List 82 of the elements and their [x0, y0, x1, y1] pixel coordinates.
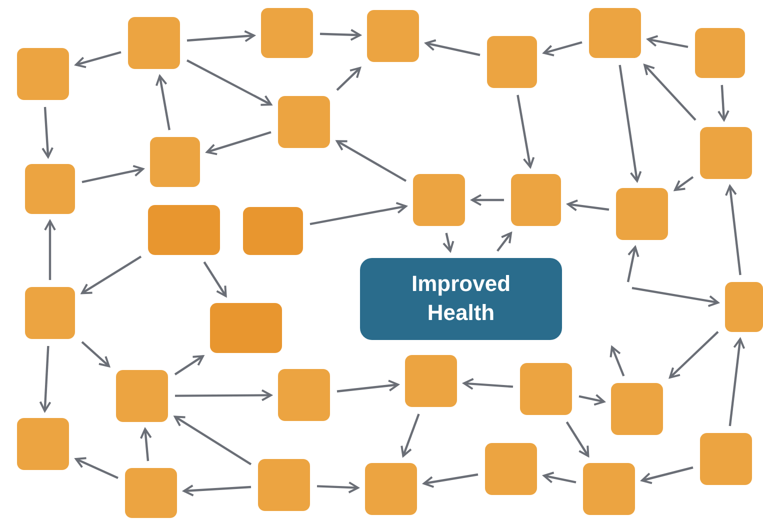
outcome-label: Improved Health	[410, 270, 512, 327]
factor-box	[278, 96, 330, 148]
arrow	[566, 421, 590, 457]
factor-box	[17, 418, 69, 470]
arrow	[310, 202, 407, 226]
arrow	[543, 472, 576, 484]
arrow	[516, 94, 535, 168]
arrow	[175, 389, 272, 402]
factor-box	[258, 459, 310, 511]
arrow	[717, 84, 730, 121]
factor-box	[616, 188, 668, 240]
arrow	[423, 473, 478, 488]
arrow	[81, 341, 110, 368]
factor-box	[261, 8, 313, 58]
arrow	[641, 466, 694, 484]
factor-box	[695, 28, 745, 78]
arrow	[39, 346, 52, 412]
arrow	[632, 286, 719, 308]
factor-box	[25, 164, 75, 214]
arrow	[44, 220, 56, 280]
factor-box	[210, 303, 282, 353]
arrow	[400, 414, 420, 457]
arrow	[669, 331, 719, 378]
outcome-box	[360, 258, 562, 340]
factor-box	[413, 174, 465, 226]
factor-box	[150, 137, 200, 187]
arrow	[728, 338, 746, 426]
arrow	[75, 457, 118, 479]
arrow	[463, 378, 514, 390]
arrow	[626, 246, 640, 282]
factor-box	[589, 8, 641, 58]
factor-box	[148, 205, 220, 255]
factor-box	[611, 383, 663, 435]
arrow	[81, 256, 142, 294]
arrow	[206, 131, 272, 156]
arrow	[471, 194, 504, 206]
factor-box	[243, 207, 303, 255]
arrow	[543, 41, 582, 56]
arrow	[140, 428, 152, 462]
arrow	[647, 35, 688, 48]
arrow	[174, 355, 204, 376]
factor-box	[25, 287, 75, 339]
arrow	[203, 261, 227, 297]
arrow	[75, 51, 122, 68]
factor-box	[278, 369, 330, 421]
arrow	[724, 185, 742, 276]
arrow	[186, 30, 255, 42]
arrow	[42, 106, 54, 158]
arrow	[425, 39, 480, 56]
arrow	[186, 59, 272, 106]
arrow	[336, 380, 399, 392]
arrow	[320, 28, 361, 41]
arrow	[155, 75, 170, 130]
arrow	[336, 66, 361, 91]
factor-box	[17, 48, 69, 100]
factor-box	[511, 174, 561, 226]
arrow	[610, 346, 625, 376]
arrow	[578, 394, 605, 406]
factor-box	[520, 363, 572, 415]
factor-box	[116, 370, 168, 422]
factor-box	[128, 17, 180, 69]
factor-box	[125, 468, 177, 518]
arrow	[496, 232, 512, 252]
factor-box	[405, 355, 457, 407]
factor-box	[365, 463, 417, 515]
arrow	[336, 140, 407, 182]
factor-box	[367, 10, 419, 62]
factor-box	[583, 463, 635, 515]
factor-box	[700, 433, 752, 485]
arrow	[644, 64, 696, 121]
factor-box	[700, 127, 752, 179]
arrow	[618, 64, 642, 182]
arrow	[82, 164, 144, 184]
arrow	[567, 199, 610, 212]
factor-box	[725, 282, 763, 332]
arrow	[316, 481, 359, 494]
arrow	[183, 484, 252, 496]
factor-box	[485, 443, 537, 495]
arrow	[442, 232, 454, 252]
factor-box	[487, 36, 537, 88]
arrow	[174, 416, 252, 466]
arrow	[674, 176, 694, 191]
